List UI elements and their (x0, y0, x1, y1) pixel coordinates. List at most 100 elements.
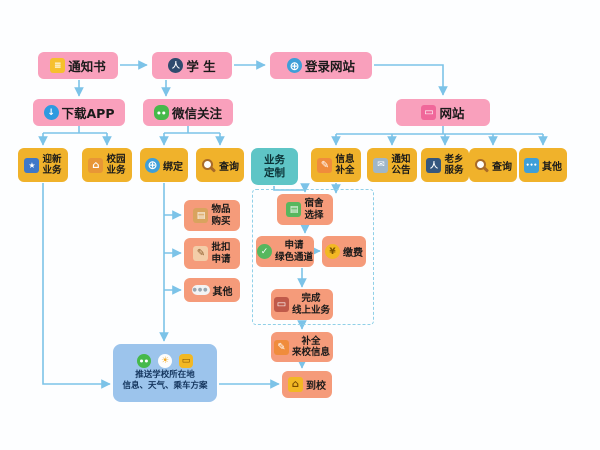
node-finish-online-business: 完成 线上业务 (271, 289, 333, 320)
people-icon (426, 157, 442, 173)
label-line-2: 选择 (304, 209, 324, 221)
label-line-2: 定制 (264, 166, 285, 179)
node-student: 学 生 (152, 52, 232, 79)
campus-services-icon (88, 157, 104, 173)
node-label: 其他 (212, 286, 233, 298)
node-info-completion: 信息 补全 (311, 148, 361, 182)
pen-icon (317, 157, 333, 173)
label-line-1: 物品 (211, 204, 231, 216)
push-text-line-2: 信息、天气、乘车方案 (122, 381, 208, 391)
node-label: 迎新 业务 (42, 154, 61, 177)
node-label: 信息 补全 (335, 154, 354, 177)
dots-icon (191, 285, 210, 295)
node-label: 宿舍 选择 (304, 198, 323, 221)
node-label: 完成 线上业务 (292, 293, 330, 316)
node-batch-deduction-application: 批扣 申请 (184, 238, 240, 269)
magnifier-icon (201, 158, 216, 173)
node-label: 查询 (219, 161, 239, 173)
label-line-1: 申请 (284, 240, 304, 252)
push-text-line-1: 推送学校所在地 (135, 369, 195, 380)
label-line-2: 业务 (106, 165, 126, 176)
node-green-channel-application: 申请 绿色通道 (256, 236, 314, 267)
label-line-1: 信息 (335, 153, 355, 165)
label-line-2: 服务 (444, 165, 464, 176)
node-label: 微信关注 (171, 106, 222, 121)
node-query-website: 查询 (469, 148, 517, 182)
label-line-1: 老乡 (444, 153, 464, 165)
label-line-2: 购买 (211, 215, 231, 227)
node-label: 缴费 (343, 248, 363, 259)
push-panel-text: 推送学校所在地 信息、天气、乘车方案 (122, 370, 207, 392)
label-line-1: 完成 (301, 293, 321, 305)
hand-pen-icon (193, 246, 209, 261)
node-website: 网站 (396, 99, 490, 126)
label-line-2: 申请 (211, 253, 231, 265)
label-line-2: 来校信息 (292, 347, 331, 358)
node-label: 下载APP (61, 106, 115, 121)
node-label: 老乡 服务 (444, 154, 463, 177)
node-label: 校园 业务 (106, 154, 125, 177)
node-other-wechat: 其他 (184, 278, 240, 302)
label-line-2: 业务 (42, 165, 62, 176)
push-panel-icons (137, 353, 193, 368)
bus-icon (179, 353, 193, 368)
online-business-group (252, 189, 374, 325)
node-label: 绑定 (163, 161, 183, 173)
node-welcome-services: 迎新 业务 (18, 148, 68, 182)
green-channel-icon (257, 244, 272, 259)
node-label: 其他 (542, 161, 562, 173)
student-icon (168, 58, 184, 73)
node-label: 申请 绿色通道 (275, 240, 313, 263)
node-wechat-follow: 微信关注 (143, 99, 233, 126)
bind-globe-icon (145, 157, 160, 173)
label-line-1: 批扣 (211, 242, 231, 254)
label-line-1: 业务 (264, 153, 285, 166)
label-line-2: 补全 (335, 165, 355, 176)
label-line-2: 线上业务 (292, 304, 331, 316)
node-hometown-service: 老乡 服务 (421, 148, 469, 182)
school-icon (288, 377, 303, 392)
node-campus-services: 校园 业务 (82, 148, 132, 182)
wechat-icon (137, 353, 151, 368)
node-notice-announcements: 通知 公告 (367, 148, 417, 182)
node-download-app: 下载APP (33, 99, 125, 126)
node-label: 通知书 (68, 59, 106, 74)
node-notification-letter: 通知书 (38, 52, 118, 79)
label-line-1: 校园 (106, 153, 126, 165)
push-info-panel: 推送学校所在地 信息、天气、乘车方案 (113, 344, 217, 402)
node-label: 到校 (306, 381, 326, 392)
label-line-1: 通知 (391, 153, 411, 165)
node-label: 批扣 申请 (211, 242, 230, 265)
node-business-customization: 业务 定制 (251, 148, 298, 185)
node-dorm-selection: 宿舍 选择 (277, 194, 333, 225)
pen-icon (274, 339, 289, 355)
dots-icon (524, 157, 539, 173)
node-item-purchase: 物品 购买 (184, 200, 240, 231)
mail-icon (373, 157, 389, 173)
node-label: 学 生 (186, 59, 216, 74)
label-line-2: 绿色通道 (275, 251, 314, 263)
node-payment: 缴费 (322, 236, 366, 267)
node-label: 登录网站 (304, 59, 355, 74)
magnifier-icon (474, 158, 489, 173)
monitor-icon (421, 105, 437, 120)
globe-icon (286, 58, 302, 73)
node-login-website: 登录网站 (270, 52, 372, 79)
node-complete-arrival-info: 补全 来校信息 (271, 332, 333, 362)
money-bag-icon (325, 244, 340, 259)
node-label: 物品 购买 (211, 204, 230, 227)
weather-icon (158, 353, 172, 368)
node-label: 通知 公告 (391, 154, 410, 177)
node-label: 补全 来校信息 (292, 336, 330, 359)
node-label: 网站 (439, 106, 465, 121)
label-line-1: 补全 (301, 335, 321, 347)
download-icon (43, 105, 59, 120)
node-label: 查询 (492, 161, 512, 173)
dorm-icon (286, 202, 302, 217)
node-other-website: 其他 (519, 148, 567, 182)
laptop-icon (274, 297, 289, 312)
label-line-2: 公告 (391, 165, 411, 176)
node-bind: 绑定 (140, 148, 188, 182)
